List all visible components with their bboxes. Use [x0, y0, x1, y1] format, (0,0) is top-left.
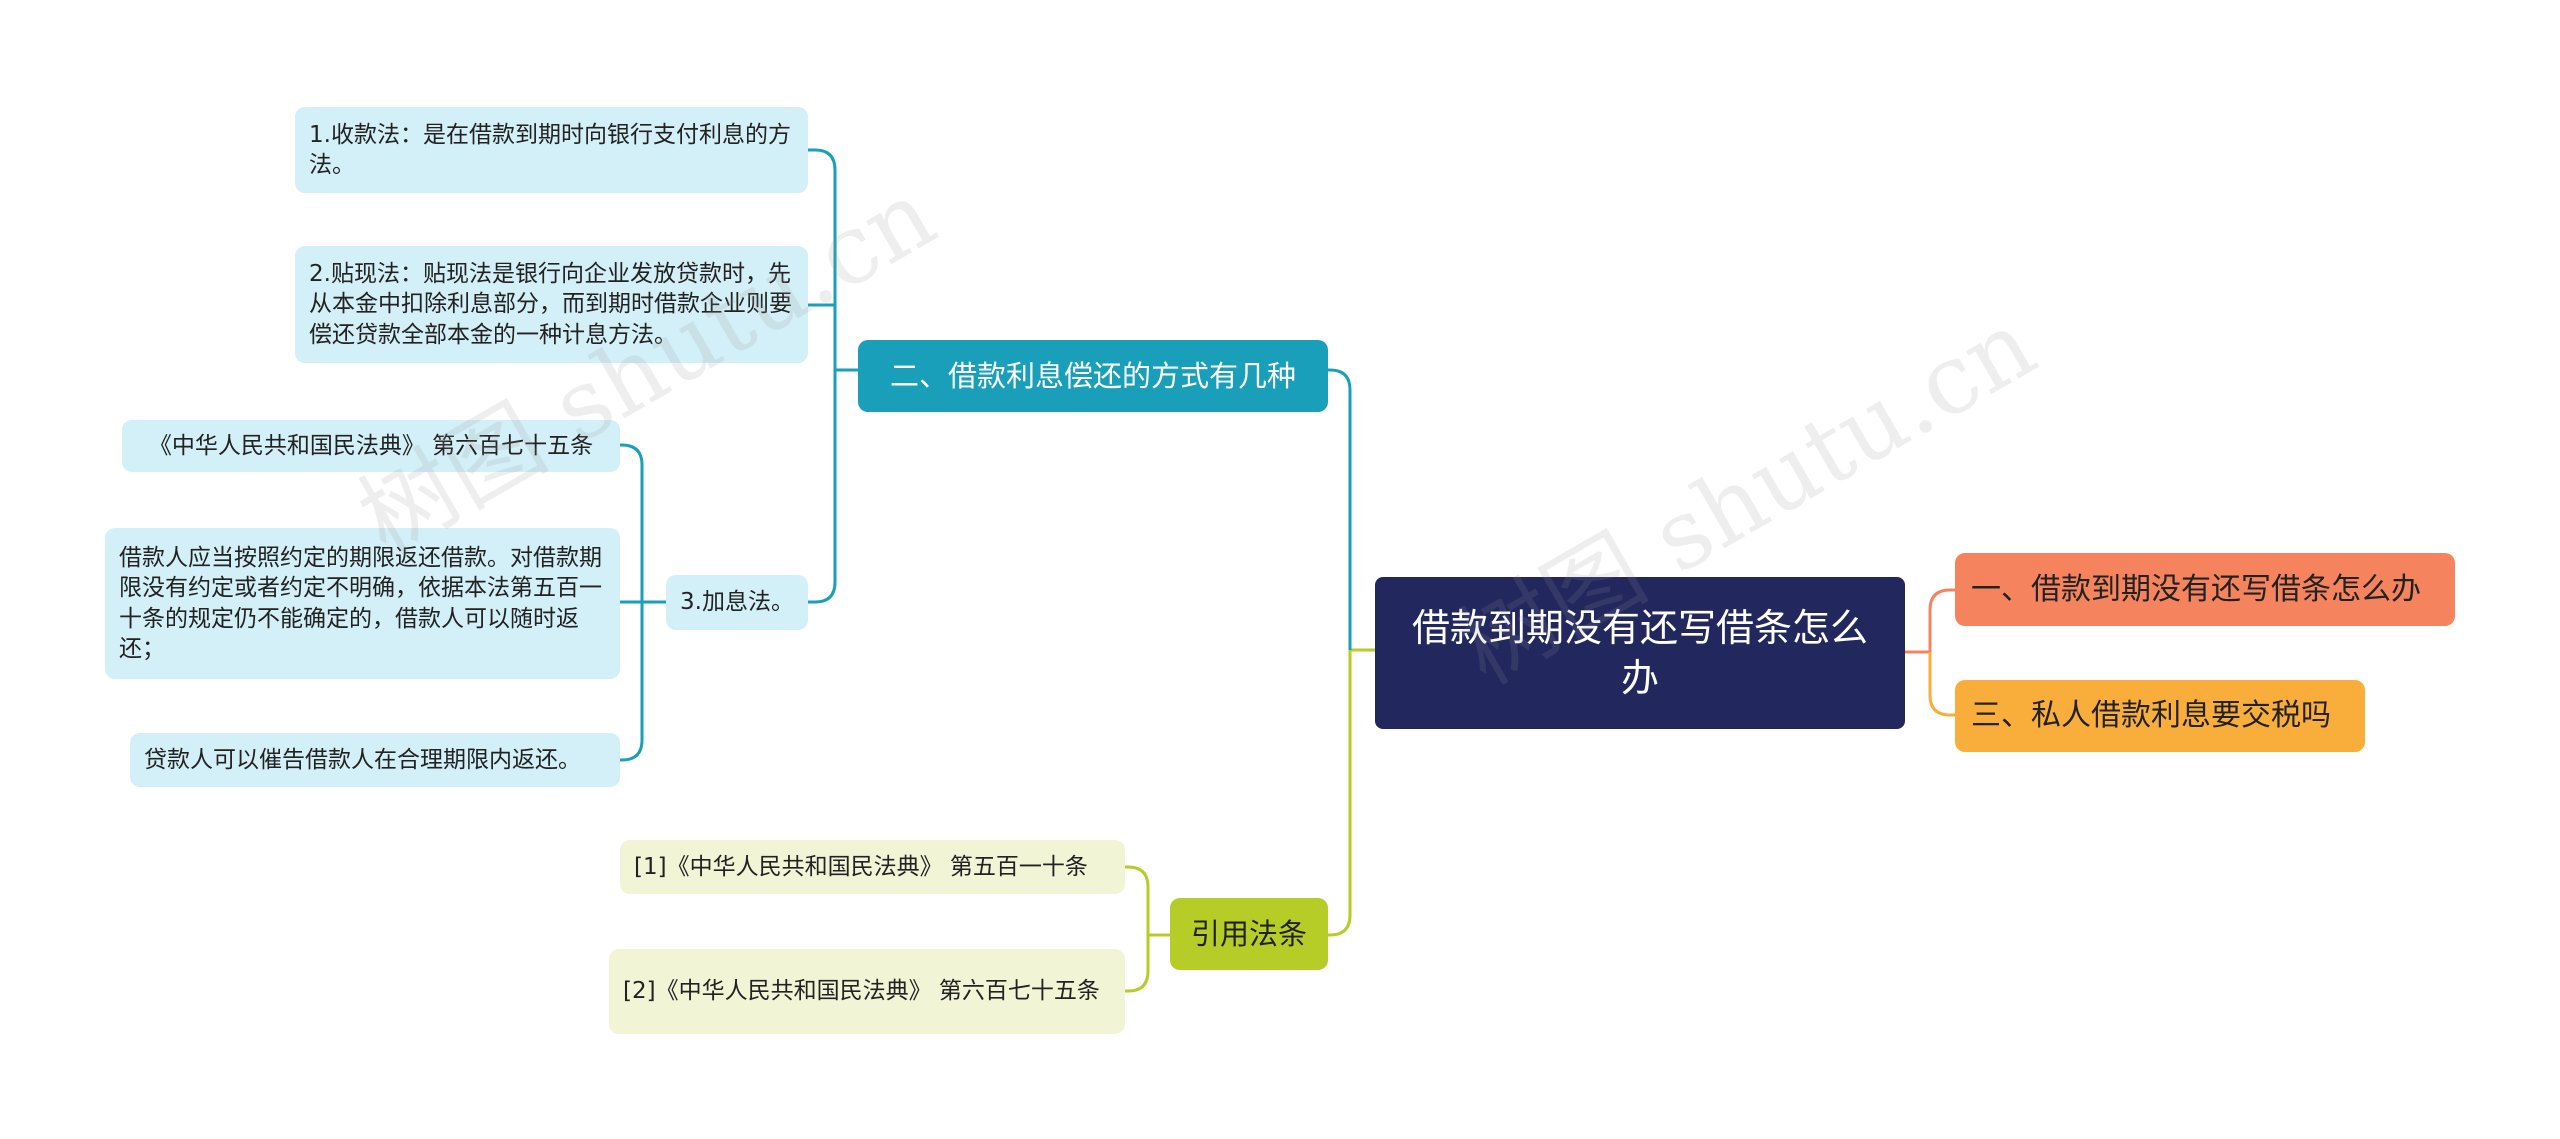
leaf-label: 1.收款法：是在借款到期时向银行支付利息的方法。 — [309, 121, 791, 178]
root-label: 借款到期没有还写借条怎么办 — [1411, 605, 1868, 700]
leaf-node-civil-code-675[interactable]: 《中华人民共和国民法典》 第六百七十五条 — [122, 420, 620, 472]
leaf-node-borrower-return[interactable]: 借款人应当按照约定的期限返还借款。对借款期限没有约定或者约定不明确，依据本法第五… — [105, 528, 620, 679]
leaf-node-collection-method[interactable]: 1.收款法：是在借款到期时向银行支付利息的方法。 — [295, 107, 808, 193]
branch-node-right-2[interactable]: 三、私人借款利息要交税吗 — [1955, 680, 2365, 752]
branch-label: 一、借款到期没有还写借条怎么办 — [1971, 571, 2421, 607]
leaf-label: 3.加息法。 — [680, 589, 794, 616]
branch-label: 引用法条 — [1190, 916, 1307, 951]
branch-node-right-1[interactable]: 一、借款到期没有还写借条怎么办 — [1955, 553, 2455, 626]
branch-label: 二、借款利息偿还的方式有几种 — [889, 358, 1296, 393]
leaf-node-law-ref-1[interactable]: [1]《中华人民共和国民法典》 第五百一十条 — [620, 840, 1125, 894]
root-node[interactable]: 借款到期没有还写借条怎么办 — [1375, 577, 1905, 729]
leaf-label: 贷款人可以催告借款人在合理期限内返还。 — [144, 746, 581, 773]
leaf-label: 2.贴现法：贴现法是银行向企业发放贷款时，先从本金中扣除利息部分，而到期时借款企… — [309, 260, 792, 348]
branch-node-interest-methods[interactable]: 二、借款利息偿还的方式有几种 — [858, 340, 1328, 412]
leaf-label: [1]《中华人民共和国民法典》 第五百一十条 — [634, 853, 1088, 880]
branch-label: 三、私人借款利息要交税吗 — [1971, 698, 2331, 734]
leaf-label: [2]《中华人民共和国民法典》 第六百七十五条 — [623, 978, 1100, 1005]
leaf-node-lender-demand[interactable]: 贷款人可以催告借款人在合理期限内返还。 — [130, 733, 620, 787]
leaf-label: 《中华人民共和国民法典》 第六百七十五条 — [148, 432, 594, 459]
leaf-node-law-ref-2[interactable]: [2]《中华人民共和国民法典》 第六百七十五条 — [609, 949, 1125, 1034]
leaf-node-add-on-method[interactable]: 3.加息法。 — [666, 575, 808, 630]
leaf-label: 借款人应当按照约定的期限返还借款。对借款期限没有约定或者约定不明确，依据本法第五… — [119, 544, 602, 662]
leaf-node-discount-method[interactable]: 2.贴现法：贴现法是银行向企业发放贷款时，先从本金中扣除利息部分，而到期时借款企… — [295, 246, 808, 363]
branch-node-cited-laws[interactable]: 引用法条 — [1170, 898, 1328, 970]
